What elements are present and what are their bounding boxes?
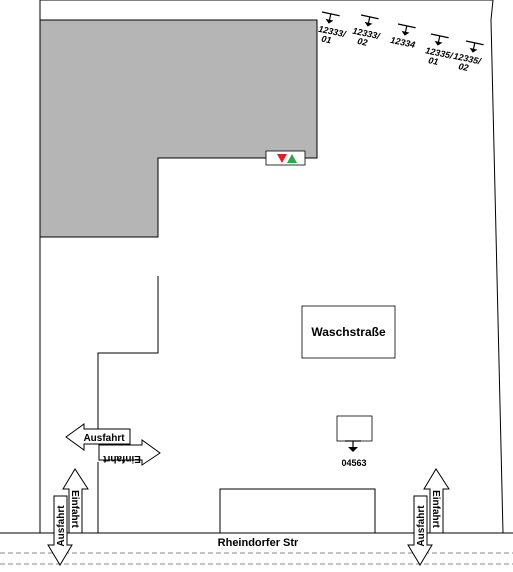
marker-label: 01 bbox=[320, 34, 332, 46]
marker-label: 02 bbox=[458, 61, 470, 73]
entry-arrow-up-right-icon: Einfahrt bbox=[423, 468, 450, 534]
entry-arrow-right-icon: Einfahrt bbox=[98, 439, 161, 466]
up-triangle-icon bbox=[287, 154, 297, 163]
entry-arrow-up-left-icon: Einfahrt bbox=[62, 468, 89, 534]
marker-12333-02: 12333/ 02 bbox=[352, 14, 382, 48]
marker-label: 01 bbox=[427, 55, 439, 67]
front-building bbox=[219, 488, 376, 533]
exit-label: Ausfahrt bbox=[83, 433, 125, 444]
exit-arrow-left-icon: Ausfahrt bbox=[65, 423, 131, 451]
marker-label-lower: 04563 bbox=[341, 458, 366, 468]
marker-label: 12334 bbox=[390, 35, 417, 50]
marker-12335-02: 12335/ 02 bbox=[453, 40, 484, 73]
entry-label: Einfahrt bbox=[102, 453, 140, 464]
down-triangle-icon bbox=[277, 154, 287, 163]
main-building bbox=[39, 19, 318, 238]
marker-12334: 12334 bbox=[390, 23, 417, 50]
carwash-building bbox=[301, 305, 396, 359]
top-markers: 12333/ 01 12333/ 02 12334 12335/ 01 bbox=[317, 11, 484, 73]
small-structure bbox=[336, 415, 373, 442]
interior-divider-line bbox=[97, 276, 159, 433]
entry-label: Einfahrt bbox=[430, 490, 441, 528]
drain-marker-icon bbox=[345, 440, 361, 452]
marker-label: 02 bbox=[357, 36, 369, 48]
carwash-label: Waschstraße bbox=[311, 325, 386, 339]
marker-12335-01: 12335/ 01 bbox=[424, 33, 455, 67]
marker-12333-01: 12333/ 01 bbox=[317, 11, 348, 46]
street-name: Rheindorfer Str bbox=[218, 537, 299, 549]
exit-label: Ausfahrt bbox=[416, 505, 427, 547]
exit-arrow-down-right-icon: Ausfahrt bbox=[407, 495, 433, 566]
status-indicator bbox=[265, 150, 306, 166]
entry-label: Einfahrt bbox=[69, 490, 80, 528]
exit-arrow-down-left-icon: Ausfahrt bbox=[47, 495, 73, 566]
exit-label: Ausfahrt bbox=[56, 505, 67, 547]
